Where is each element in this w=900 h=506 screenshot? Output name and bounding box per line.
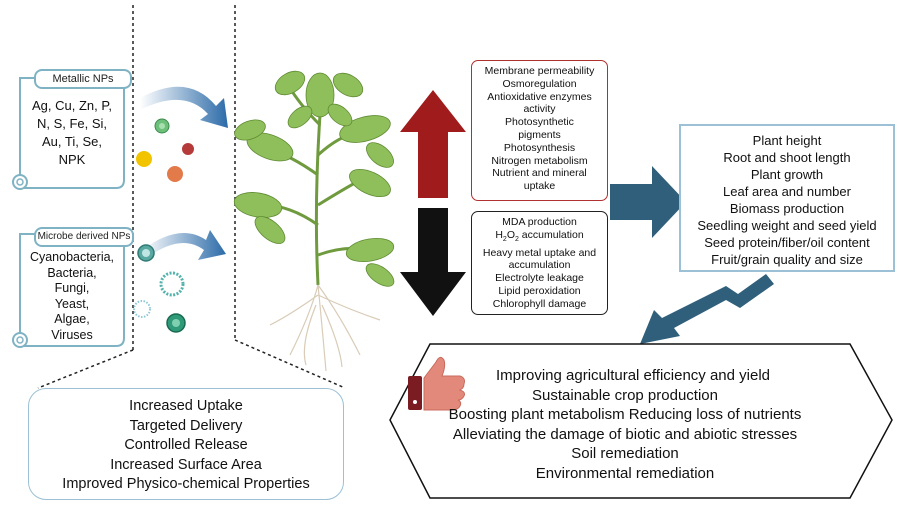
microbe-np-list: Cyanobacteria, Bacteria, Fungi, Yeast, A… <box>20 250 124 344</box>
microbe-line: Cyanobacteria, <box>29 250 115 264</box>
increase-effects-box: Membrane permeability Osmoregulation Ant… <box>471 60 608 201</box>
increase-line: activity <box>523 103 556 116</box>
metallic-line: Ag, Cu, Zn, P, <box>32 98 112 113</box>
final-line: Environmental remediation <box>535 464 715 482</box>
microbe-np-title: Microbe derived NPs <box>34 227 134 247</box>
decrease-effects-box: MDA production H2O2 accumulation Heavy m… <box>471 211 608 315</box>
decrease-line: MDA production <box>502 216 577 228</box>
increase-line: Antioxidative enzymes <box>487 90 592 103</box>
down-arrow-icon <box>400 208 466 316</box>
increase-line: Photosynthesis <box>503 141 576 154</box>
final-line: Boosting plant metabolism Reducing loss … <box>448 406 802 423</box>
decrease-line: Lipid peroxidation <box>498 285 581 298</box>
outcome-line: Biomass production <box>729 201 845 216</box>
metallic-line: N, S, Fe, Si, <box>36 116 108 131</box>
nanoparticle-icon <box>133 244 186 333</box>
increase-line: Nitrogen metabolism <box>491 154 588 167</box>
increase-line: uptake <box>523 180 556 193</box>
final-line: Sustainable crop production <box>532 386 718 404</box>
final-outcome-list: Improving agricultural efficiency and yi… <box>410 366 840 483</box>
tomato-plant-icon <box>233 70 395 372</box>
metallic-line: Au, Ti, Se, <box>42 134 102 149</box>
benefit-line: Improved Physico-chemical Properties <box>62 476 310 492</box>
increase-line: Membrane permeability <box>484 65 595 77</box>
scroll-icon <box>12 77 125 190</box>
nanoparticle-icon <box>136 118 194 182</box>
microbe-line: Algae, <box>54 312 90 327</box>
increase-line: Photosynthetic <box>505 116 574 129</box>
final-line: Alleviating the damage of biotic and abi… <box>452 425 798 443</box>
h2o2-o: O <box>506 228 515 241</box>
outcome-line: Root and shoot length <box>723 150 851 165</box>
increase-line: Osmoregulation <box>502 77 577 90</box>
curved-arrow-icon <box>142 230 226 260</box>
h2o2-suffix: accumulation <box>518 228 584 241</box>
increase-line: pigments <box>518 128 561 141</box>
increase-line: Nutrient and mineral <box>492 167 587 180</box>
h2o2-sub: 2 <box>502 235 507 243</box>
final-line: Soil remediation <box>571 445 679 462</box>
microbe-line: Viruses <box>51 327 93 342</box>
thumbs-up-icon <box>408 356 465 411</box>
metallic-np-title-text: Metallic NPs <box>52 73 114 85</box>
outcome-line: Seed protein/fiber/oil content <box>704 235 870 250</box>
benefit-line: Increased Uptake <box>129 398 243 414</box>
microbe-line: Bacteria, <box>47 265 97 280</box>
metallic-np-list: Ag, Cu, Zn, P, N, S, Fe, Si, Au, Ti, Se,… <box>20 97 124 169</box>
outcome-line: Plant height <box>752 133 822 148</box>
np-benefits-box: Increased Uptake Targeted Delivery Contr… <box>28 388 344 500</box>
benefit-line: Controlled Release <box>124 437 248 453</box>
metallic-line: NPK <box>58 152 86 167</box>
right-arrow-icon <box>610 166 686 238</box>
decrease-line: Chlorophyll damage <box>492 297 587 310</box>
outcome-line: Plant growth <box>750 167 824 182</box>
zigzag-arrow-icon <box>640 274 774 344</box>
decrease-line: accumulation <box>508 259 571 272</box>
h2o2-h: H <box>495 228 503 241</box>
plant-outcomes-box: Plant height Root and shoot length Plant… <box>679 124 895 272</box>
outcome-line: Fruit/grain quality and size <box>711 252 863 267</box>
decrease-line: Heavy metal uptake and <box>482 246 597 259</box>
up-arrow-icon <box>400 90 466 198</box>
h2o2-sub: 2 <box>514 235 519 243</box>
benefit-line: Targeted Delivery <box>129 417 243 434</box>
benefit-line: Increased Surface Area <box>110 456 262 473</box>
final-line: Improving agricultural efficiency and yi… <box>495 367 771 384</box>
microbe-np-title-text: Microbe derived NPs <box>37 231 131 242</box>
outcome-line: Seedling weight and seed yield <box>697 218 877 233</box>
microbe-line: Fungi, <box>54 281 90 296</box>
decrease-line: Electrolyte leakage <box>495 272 584 285</box>
outcome-line: Leaf area and number <box>723 184 851 199</box>
curved-arrow-icon <box>140 86 228 128</box>
scroll-icon <box>12 233 125 348</box>
microbe-line: Yeast, <box>54 296 90 311</box>
decrease-line-h2o2: H2O2 accumulation <box>474 229 605 247</box>
final-outcome-hexagon <box>389 343 893 499</box>
metallic-np-title: Metallic NPs <box>34 69 132 89</box>
